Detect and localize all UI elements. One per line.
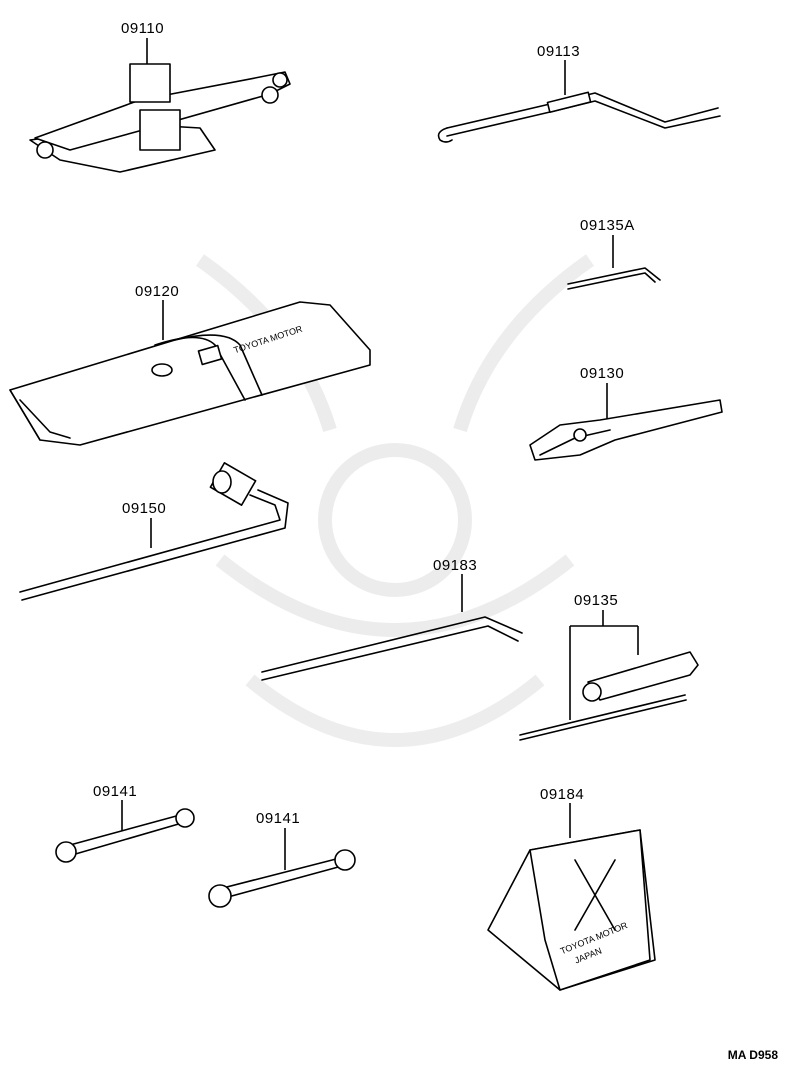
handle-bar-illustration	[261, 574, 523, 681]
screwdriver-illustration	[519, 610, 699, 741]
label-tool-bag: 09120	[135, 283, 180, 300]
watermark-logo	[195, 254, 595, 747]
lug-wrench-illustration	[19, 462, 289, 601]
label-handle-bar: 09183	[433, 557, 478, 574]
label-pliers: 09130	[580, 365, 625, 382]
label-wrench-right: 09141	[256, 810, 301, 827]
label-screwdriver: 09135	[574, 592, 619, 609]
label-jack: 09110	[121, 20, 165, 37]
label-wrench-left: 09141	[93, 783, 138, 800]
label-wheel-chock: 09184	[540, 786, 585, 803]
wrench-left-illustration	[55, 800, 195, 863]
wrench-bar-illustration	[567, 235, 661, 290]
tool-bag-illustration: TOYOTA MOTOR	[9, 300, 371, 446]
diagram-code: MA D958	[727, 1048, 778, 1062]
wrench-right-illustration	[208, 828, 356, 908]
label-lug-wrench: 09150	[122, 500, 167, 517]
wheel-chock-illustration: TOYOTA MOTOR JAPAN	[487, 803, 656, 991]
jack-illustration	[29, 38, 291, 173]
jack-handle-illustration	[437, 60, 721, 143]
label-jack-handle: 09113	[537, 43, 581, 60]
label-wrench-bar: 09135A	[580, 217, 635, 234]
pliers-illustration	[529, 383, 723, 461]
